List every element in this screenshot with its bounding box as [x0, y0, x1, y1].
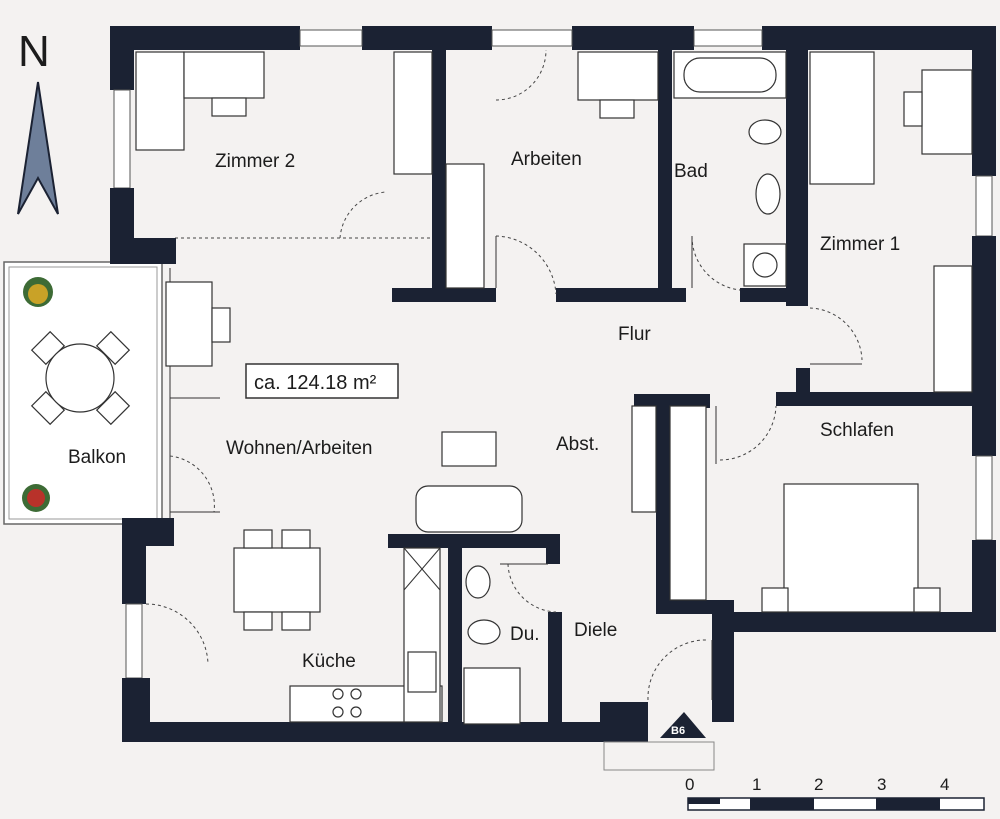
- compass-arrow-icon: [17, 81, 59, 215]
- room-label-balkon: Balkon: [68, 447, 126, 468]
- room-label-diele: Diele: [574, 620, 617, 641]
- balcony: [3, 261, 163, 525]
- flower-icon: [23, 277, 53, 307]
- compass-label: N: [18, 27, 50, 76]
- scale-tick-3: 3: [877, 775, 886, 794]
- flower-icon: [22, 484, 50, 512]
- room-label-zimmer1: Zimmer 1: [820, 234, 900, 255]
- room-label-du: Du.: [510, 624, 540, 645]
- doors: [145, 49, 863, 701]
- entrance-threshold: [603, 741, 715, 771]
- entrance-marker-label: B6: [671, 725, 685, 737]
- room-label-zimmer2: Zimmer 2: [215, 151, 295, 172]
- area-label: ca. 124.18 m²: [254, 372, 377, 394]
- scale-tick-0: 0: [685, 775, 694, 794]
- room-label-arbeiten: Arbeiten: [511, 149, 582, 170]
- room-label-flur: Flur: [618, 324, 651, 345]
- scale-bar: 0 1 2 3 4: [685, 775, 985, 811]
- compass: N: [17, 27, 59, 215]
- room-label-wohnen: Wohnen/Arbeiten: [226, 438, 372, 459]
- scale-tick-2: 2: [814, 775, 823, 794]
- room-label-schlafen: Schlafen: [820, 420, 894, 441]
- room-label-kueche: Küche: [302, 651, 356, 672]
- furniture: [135, 51, 973, 725]
- scale-tick-4: 4: [940, 775, 949, 794]
- entrance-marker: B6: [660, 712, 706, 738]
- balcony-table: [30, 330, 131, 426]
- room-label-abst: Abst.: [556, 434, 599, 455]
- room-labels: Zimmer 2 Arbeiten Bad Zimmer 1 Flur Balk…: [68, 149, 900, 672]
- walls: [110, 26, 996, 742]
- scale-tick-1: 1: [752, 775, 761, 794]
- area-box: ca. 124.18 m²: [245, 363, 399, 399]
- room-label-bad: Bad: [674, 161, 708, 182]
